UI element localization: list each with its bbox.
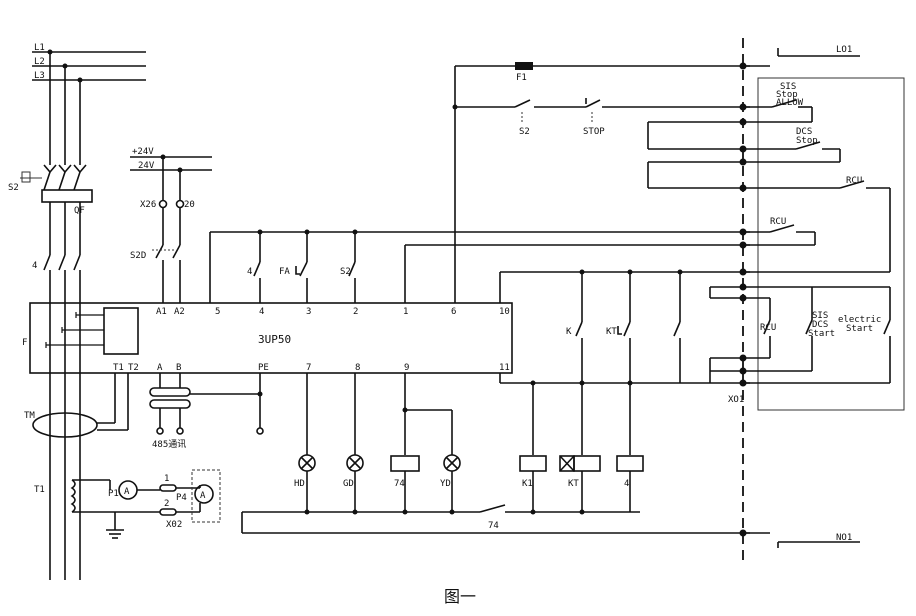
- module-3up50: [29, 302, 513, 374]
- rcu-2-label: RCU: [770, 217, 786, 227]
- terminal-t1: T1: [113, 363, 124, 373]
- k-contact-label: K: [566, 327, 572, 337]
- s2-top-label: S2: [519, 127, 530, 137]
- l3-label: L3: [34, 71, 45, 81]
- p1-label: P1: [108, 489, 119, 499]
- terminal-4: 4: [259, 307, 264, 317]
- electric-start-2: Start: [846, 324, 873, 334]
- dc-24v-supply: [130, 154, 212, 303]
- tm-label: TM: [24, 411, 35, 421]
- t1-label: T1: [34, 485, 45, 495]
- s2d-label: S2D: [130, 251, 146, 261]
- relay-kt-label: KT: [568, 479, 579, 489]
- output-loads: [241, 373, 750, 534]
- sis-stop-allow-2: Stop: [776, 90, 798, 100]
- relay-k1-label: K1: [522, 479, 533, 489]
- sis-dcs-start-3: Start: [808, 329, 835, 339]
- f1-label: F1: [516, 73, 527, 83]
- relay-4-label: 4: [624, 479, 629, 489]
- switch-fa-label: FA: [279, 267, 290, 277]
- x02-pin-1: 1: [164, 474, 169, 484]
- input-switch-wiring: [209, 229, 750, 303]
- sis-stop-allow-1: SIS: [780, 82, 796, 92]
- external-control-box: [757, 77, 905, 411]
- xo1-label: XO1: [728, 395, 744, 405]
- electric-start-1: electric: [838, 315, 881, 325]
- terminal-9: 9: [404, 363, 409, 373]
- x02-pin-2: 2: [164, 499, 169, 509]
- dcs-stop-1: DCS: [796, 127, 812, 137]
- main-contacts: [43, 254, 81, 580]
- breaker-qf: [20, 164, 93, 255]
- terminal-a: A: [157, 363, 163, 373]
- terminal-a1: A1: [156, 307, 167, 317]
- terminal-5: 5: [215, 307, 220, 317]
- module-label: 3UP50: [258, 333, 291, 346]
- terminal-7: 7: [306, 363, 311, 373]
- terminal-pe: PE: [258, 363, 269, 373]
- sis-dcs-start-2: DCS: [812, 320, 828, 330]
- rs485-port: [149, 373, 264, 435]
- rcu-1-label: RCU: [846, 176, 862, 186]
- right-contacts: [647, 99, 891, 384]
- v24-label: 24V: [138, 161, 155, 171]
- terminal-11: 11: [499, 363, 510, 373]
- no1-label: NO1: [836, 533, 852, 543]
- figure-caption: 图一: [444, 587, 476, 606]
- stop-circuit: [452, 62, 750, 303]
- lamp-hd-label: HD: [294, 479, 305, 489]
- x20-label: 20: [184, 200, 195, 210]
- sis-dcs-start-1: SIS: [812, 311, 828, 321]
- terminal-3: 3: [306, 307, 311, 317]
- s2-left-label: S2: [8, 183, 19, 193]
- lamp-yd-label: YD: [440, 479, 451, 489]
- ammeter-p4-symbol: A: [200, 491, 206, 501]
- terminal-10: 10: [499, 307, 510, 317]
- terminal-6: 6: [451, 307, 456, 317]
- qf-label: QF: [74, 206, 85, 216]
- ammeter-p1-symbol: A: [124, 487, 130, 497]
- x02-label: X02: [166, 520, 182, 530]
- lamp-gd-label: GD: [343, 479, 354, 489]
- lo1-label: LO1: [836, 45, 852, 55]
- relay-74-label: 74: [394, 479, 405, 489]
- terminal-8: 8: [355, 363, 360, 373]
- f-label: F: [22, 338, 27, 348]
- sis-stop-allow-3: ALLOW: [776, 98, 804, 108]
- p4-label: P4: [176, 493, 187, 503]
- terminal-1: 1: [403, 307, 408, 317]
- current-transformer: [32, 373, 221, 539]
- contact-4-label: 4: [32, 261, 37, 271]
- dcs-stop-2: Stop: [796, 136, 818, 146]
- terminal-t2: T2: [128, 363, 139, 373]
- external-lines: [743, 48, 860, 548]
- contact-74-label: 74: [488, 521, 499, 531]
- three-phase-bus: [32, 49, 146, 165]
- kt-contact-label: KT: [606, 327, 617, 337]
- rcu-3-label: RCU: [760, 323, 776, 333]
- terminal-a2: A2: [174, 307, 185, 317]
- rs485-label: 485通讯: [152, 439, 186, 450]
- terminal-nodes: [739, 62, 747, 537]
- terminal-b: B: [176, 363, 181, 373]
- plus24v-label: +24V: [132, 147, 154, 157]
- switch-4-label: 4: [247, 267, 252, 277]
- l2-label: L2: [34, 57, 45, 67]
- x26-label: X26: [140, 200, 156, 210]
- switch-s2-label: S2: [340, 267, 351, 277]
- l1-label: L1: [34, 43, 45, 53]
- stop-label: STOP: [583, 127, 605, 137]
- module-ct-block: [103, 307, 139, 355]
- terminal-2: 2: [353, 307, 358, 317]
- relay-contact-bus: [499, 269, 750, 455]
